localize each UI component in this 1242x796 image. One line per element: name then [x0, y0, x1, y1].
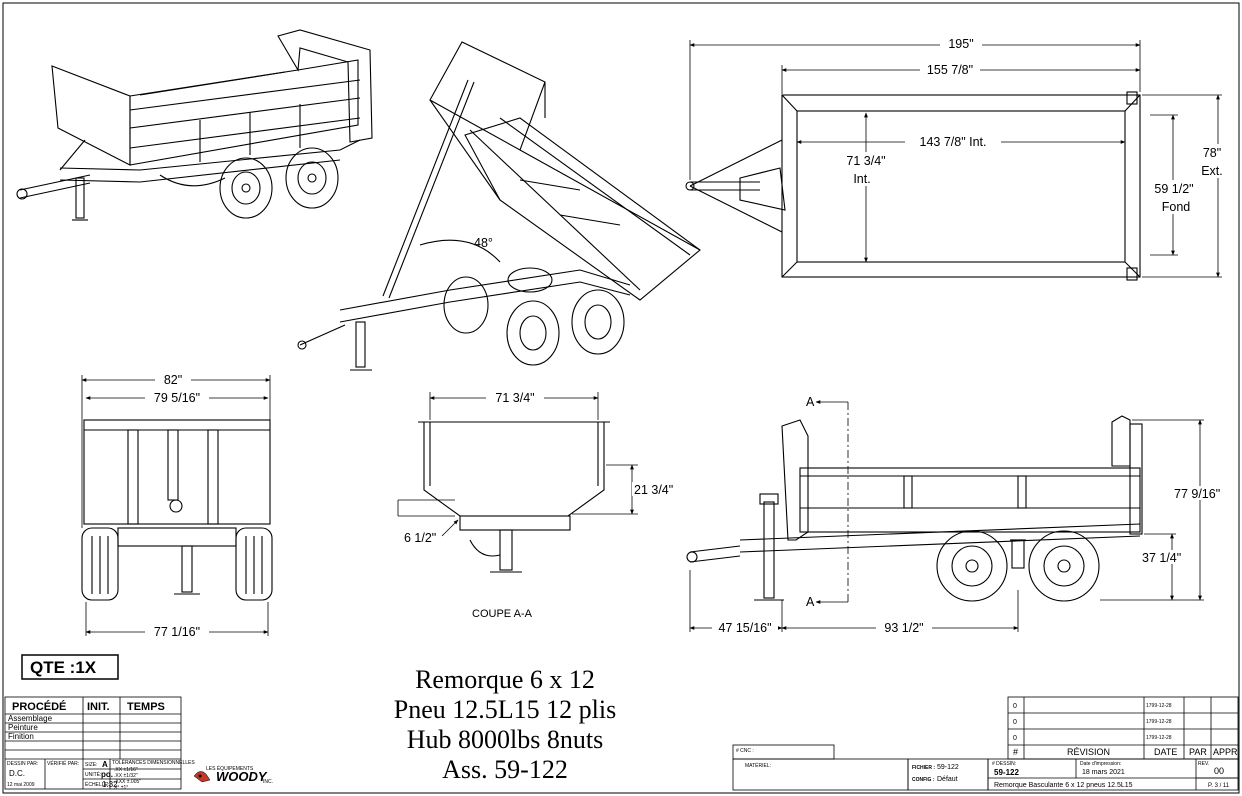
- temps-header: TEMPS: [127, 701, 165, 713]
- unite-value: po.: [101, 770, 113, 779]
- dim-box-length: 155 7/8": [927, 63, 973, 77]
- procede-header: PROCÉDÉ: [12, 700, 66, 713]
- title-line-4: Ass. 59-122: [442, 755, 568, 784]
- qte-box: [21, 654, 119, 680]
- date-impression-label: Date d'impression:: [1080, 761, 1121, 767]
- title-line-2: Pneu 12.5L15 12 plis: [394, 695, 616, 724]
- woodpecker-icon: [193, 771, 211, 783]
- dim-section-bottom: 6 1/2": [404, 531, 436, 545]
- section-a-a-view: [418, 421, 610, 573]
- revision-row-2-date: 1799-12-28: [1146, 719, 1172, 725]
- revision-row-1-date: 1799-12-28: [1146, 703, 1172, 709]
- dim-outside-width-suffix: Ext.: [1201, 164, 1223, 178]
- dim-rear-box: 79 5/16": [154, 391, 200, 405]
- size-label: SIZE:: [85, 762, 98, 768]
- dessin-par-label: DESSIN PAR:: [7, 761, 38, 767]
- revision-row-3-num: 0: [1013, 735, 1017, 742]
- tilted-dump-view: [297, 41, 701, 371]
- materiel-label: MATÉRIEL:: [745, 762, 771, 769]
- fichier-value: 59-122: [937, 764, 959, 771]
- revision-row-3-date: 1799-12-28: [1146, 735, 1172, 741]
- section-marker-top: A: [806, 395, 815, 409]
- dim-side-tongue: 47 15/16": [718, 621, 771, 635]
- side-view-dims: [689, 400, 1204, 632]
- revision-header-par: PAR: [1189, 747, 1207, 757]
- dim-inside-length: 143 7/8" Int.: [920, 135, 987, 149]
- dessin-no-label: # DESSIN:: [992, 761, 1016, 767]
- tolerance-3: .XXX ±.005": [114, 779, 141, 785]
- tilt-angle-label: 48°: [474, 236, 493, 250]
- dim-overall-length: 195": [948, 37, 973, 51]
- dim-outside-width: 78": [1203, 146, 1221, 160]
- tolerances-label: TOLÉRANCES DIMENSIONNELLES: [112, 759, 195, 766]
- section-label: COUPE A-A: [472, 608, 533, 620]
- rev-label: REV.: [1198, 761, 1209, 767]
- dim-rear-overall: 82": [164, 373, 182, 387]
- qte-label: QTE :1X: [30, 658, 97, 677]
- dim-floor-width-suffix: Fond: [1162, 200, 1191, 214]
- tolerance-1: .XX ±1/16": [114, 767, 138, 773]
- section-dims: [397, 392, 638, 537]
- dim-floor-width: 59 1/2": [1154, 182, 1193, 196]
- dessin-date: 12 mai 2009: [7, 782, 35, 788]
- section-marker-bottom: A: [806, 595, 815, 609]
- top-view-trailer: [685, 91, 1141, 281]
- tolerance-2: .XX ±1/32": [114, 773, 138, 779]
- procede-row-peinture: Peinture: [8, 723, 38, 732]
- title-line-3: Hub 8000lbs 8nuts: [407, 725, 603, 754]
- side-view-trailer: [686, 415, 1143, 602]
- dim-section-width: 71 3/4": [495, 391, 534, 405]
- procede-row-finition: Finition: [8, 732, 34, 741]
- dim-side-to-axle: 93 1/2": [884, 621, 923, 635]
- revision-header-date: DATE: [1154, 747, 1177, 757]
- revision-header-num: #: [1013, 747, 1018, 757]
- dim-inside-width-suffix: Int.: [853, 172, 870, 186]
- brand-small: LES ÉQUIPEMENTS: [206, 765, 254, 772]
- verifie-par-label: VÉRIFIÉ PAR:: [47, 760, 79, 767]
- woody-logo: LES ÉQUIPEMENTS WOODY INC.: [193, 765, 273, 785]
- dim-section-height: 21 3/4": [634, 483, 673, 497]
- procede-table: [4, 696, 182, 790]
- cnc-label: # CNC :: [736, 748, 754, 754]
- revision-row-1-num: 0: [1013, 703, 1017, 710]
- tolerance-4: X° ±1°: [114, 785, 128, 791]
- footer-description: Remorque Basculante 6 x 12 pneus 12.5L15: [994, 782, 1133, 789]
- procede-row-assemblage: Assemblage: [8, 714, 53, 723]
- iso-view-trailer: [16, 29, 373, 221]
- fichier-label: FICHIER :: [912, 765, 935, 771]
- dim-inside-width: 71 3/4": [846, 154, 885, 168]
- dim-rear-track: 77 1/16": [154, 625, 200, 639]
- dim-side-bed-height: 37 1/4": [1142, 551, 1181, 565]
- rear-view-trailer: [81, 419, 273, 601]
- echelle-value: 1:32: [102, 780, 118, 789]
- init-header: INIT.: [87, 701, 110, 713]
- revision-row-2-num: 0: [1013, 719, 1017, 726]
- page-number: P. 3 / 11: [1208, 783, 1230, 789]
- unite-label: UNITÉ:: [85, 771, 101, 778]
- rev-value: 00: [1214, 766, 1224, 776]
- brand-suffix: INC.: [263, 779, 273, 785]
- revision-header-appr: APPR: [1213, 747, 1238, 757]
- title-line-1: Remorque 6 x 12: [415, 665, 595, 694]
- dim-side-height: 77 9/16": [1174, 487, 1220, 501]
- rear-view-dims: [81, 375, 271, 636]
- date-impression-value: 18 mars 2021: [1082, 769, 1125, 776]
- config-value: Défaut: [937, 776, 958, 783]
- size-value: A: [102, 760, 108, 769]
- config-label: CONFIG :: [912, 777, 935, 783]
- revision-header-revision: RÉVISION: [1067, 747, 1110, 757]
- dessin-no-value: 59-122: [994, 768, 1019, 777]
- echelle-label: ÉCHELLE:: [85, 781, 109, 788]
- brand-name: WOODY: [216, 769, 268, 784]
- dessin-par-value: D.C.: [9, 769, 25, 778]
- right-title-block: [732, 696, 1239, 791]
